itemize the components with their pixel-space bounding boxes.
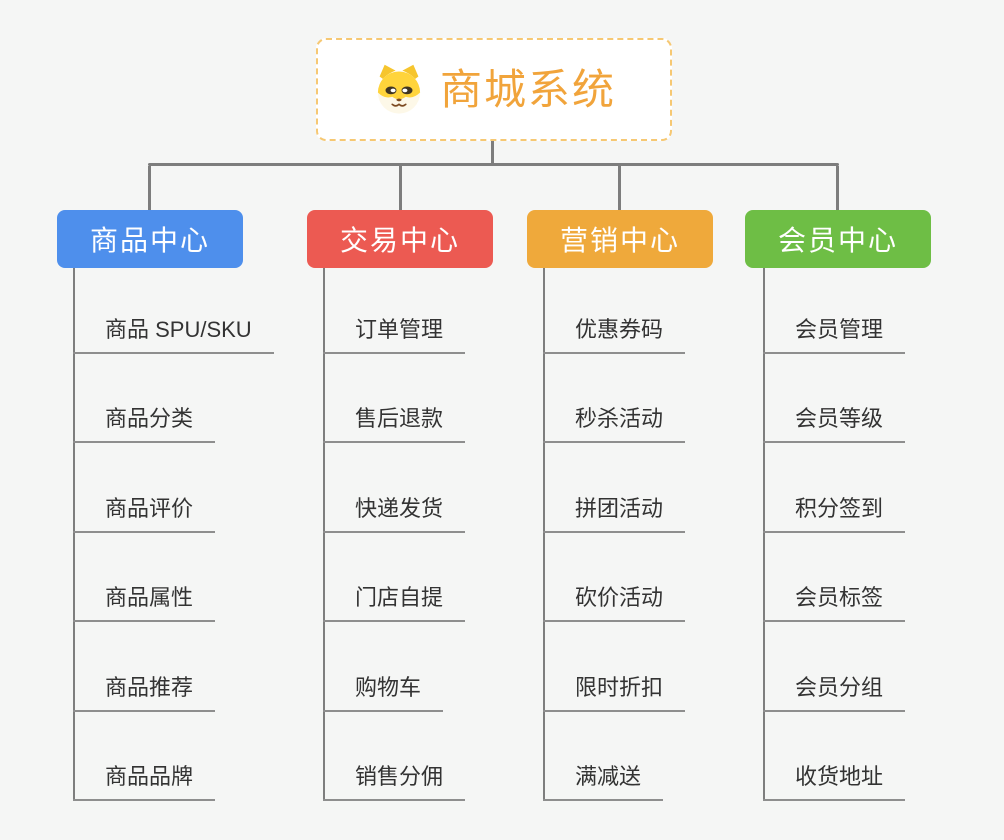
leaf-node[interactable]: 门店自提 (323, 580, 466, 622)
branch-label: 营销中心 (559, 225, 680, 256)
leaf-node[interactable]: 拼团活动 (543, 491, 686, 533)
connector-trunk-member (763, 268, 765, 800)
leaf-node[interactable]: 满减送 (543, 759, 664, 801)
root-title: 商城系统 (439, 65, 616, 113)
connector-horizontal-bar (148, 163, 839, 166)
leaf-node[interactable]: 销售分佣 (323, 759, 466, 801)
leaf-node[interactable]: 订单管理 (323, 312, 466, 354)
leaf-node[interactable]: 秒杀活动 (543, 401, 686, 443)
leaf-node[interactable]: 限时折扣 (543, 670, 686, 712)
connector-drop-trade (399, 166, 402, 211)
branch-label: 交易中心 (339, 225, 460, 256)
leaf-node[interactable]: 会员标签 (763, 580, 906, 622)
dog-face-icon (377, 64, 421, 114)
leaf-node[interactable]: 商品分类 (73, 401, 216, 443)
root-node[interactable]: 商城系统 (316, 38, 672, 141)
leaf-node[interactable]: 收货地址 (763, 759, 906, 801)
leaf-node[interactable]: 售后退款 (323, 401, 466, 443)
leaf-node[interactable]: 会员管理 (763, 312, 906, 354)
connector-drop-member (836, 166, 839, 211)
connector-trunk-trade (323, 268, 325, 800)
leaf-node[interactable]: 积分签到 (763, 491, 906, 533)
leaf-node[interactable]: 会员分组 (763, 670, 906, 712)
leaf-node[interactable]: 快递发货 (323, 491, 466, 533)
leaf-node[interactable]: 会员等级 (763, 401, 906, 443)
leaf-node[interactable]: 商品评价 (73, 491, 216, 533)
connector-trunk-marketing (543, 268, 545, 800)
connector-root-stem (491, 139, 494, 165)
connector-drop-marketing (618, 166, 621, 211)
connector-drop-product (148, 166, 151, 211)
branch-label: 会员中心 (777, 225, 898, 256)
leaf-node[interactable]: 商品属性 (73, 580, 216, 622)
branch-label: 商品中心 (89, 225, 210, 256)
branch-node-marketing[interactable]: 营销中心 (527, 210, 713, 268)
connector-trunk-product (73, 268, 75, 800)
leaf-node[interactable]: 商品品牌 (73, 759, 216, 801)
branch-node-trade[interactable]: 交易中心 (307, 210, 493, 268)
leaf-node[interactable]: 商品推荐 (73, 670, 216, 712)
branch-node-member[interactable]: 会员中心 (745, 210, 931, 268)
branch-node-product[interactable]: 商品中心 (57, 210, 243, 268)
leaf-node[interactable]: 商品 SPU/SKU (73, 312, 274, 354)
leaf-node[interactable]: 优惠券码 (543, 312, 686, 354)
leaf-node[interactable]: 砍价活动 (543, 580, 686, 622)
leaf-node[interactable]: 购物车 (323, 670, 444, 712)
